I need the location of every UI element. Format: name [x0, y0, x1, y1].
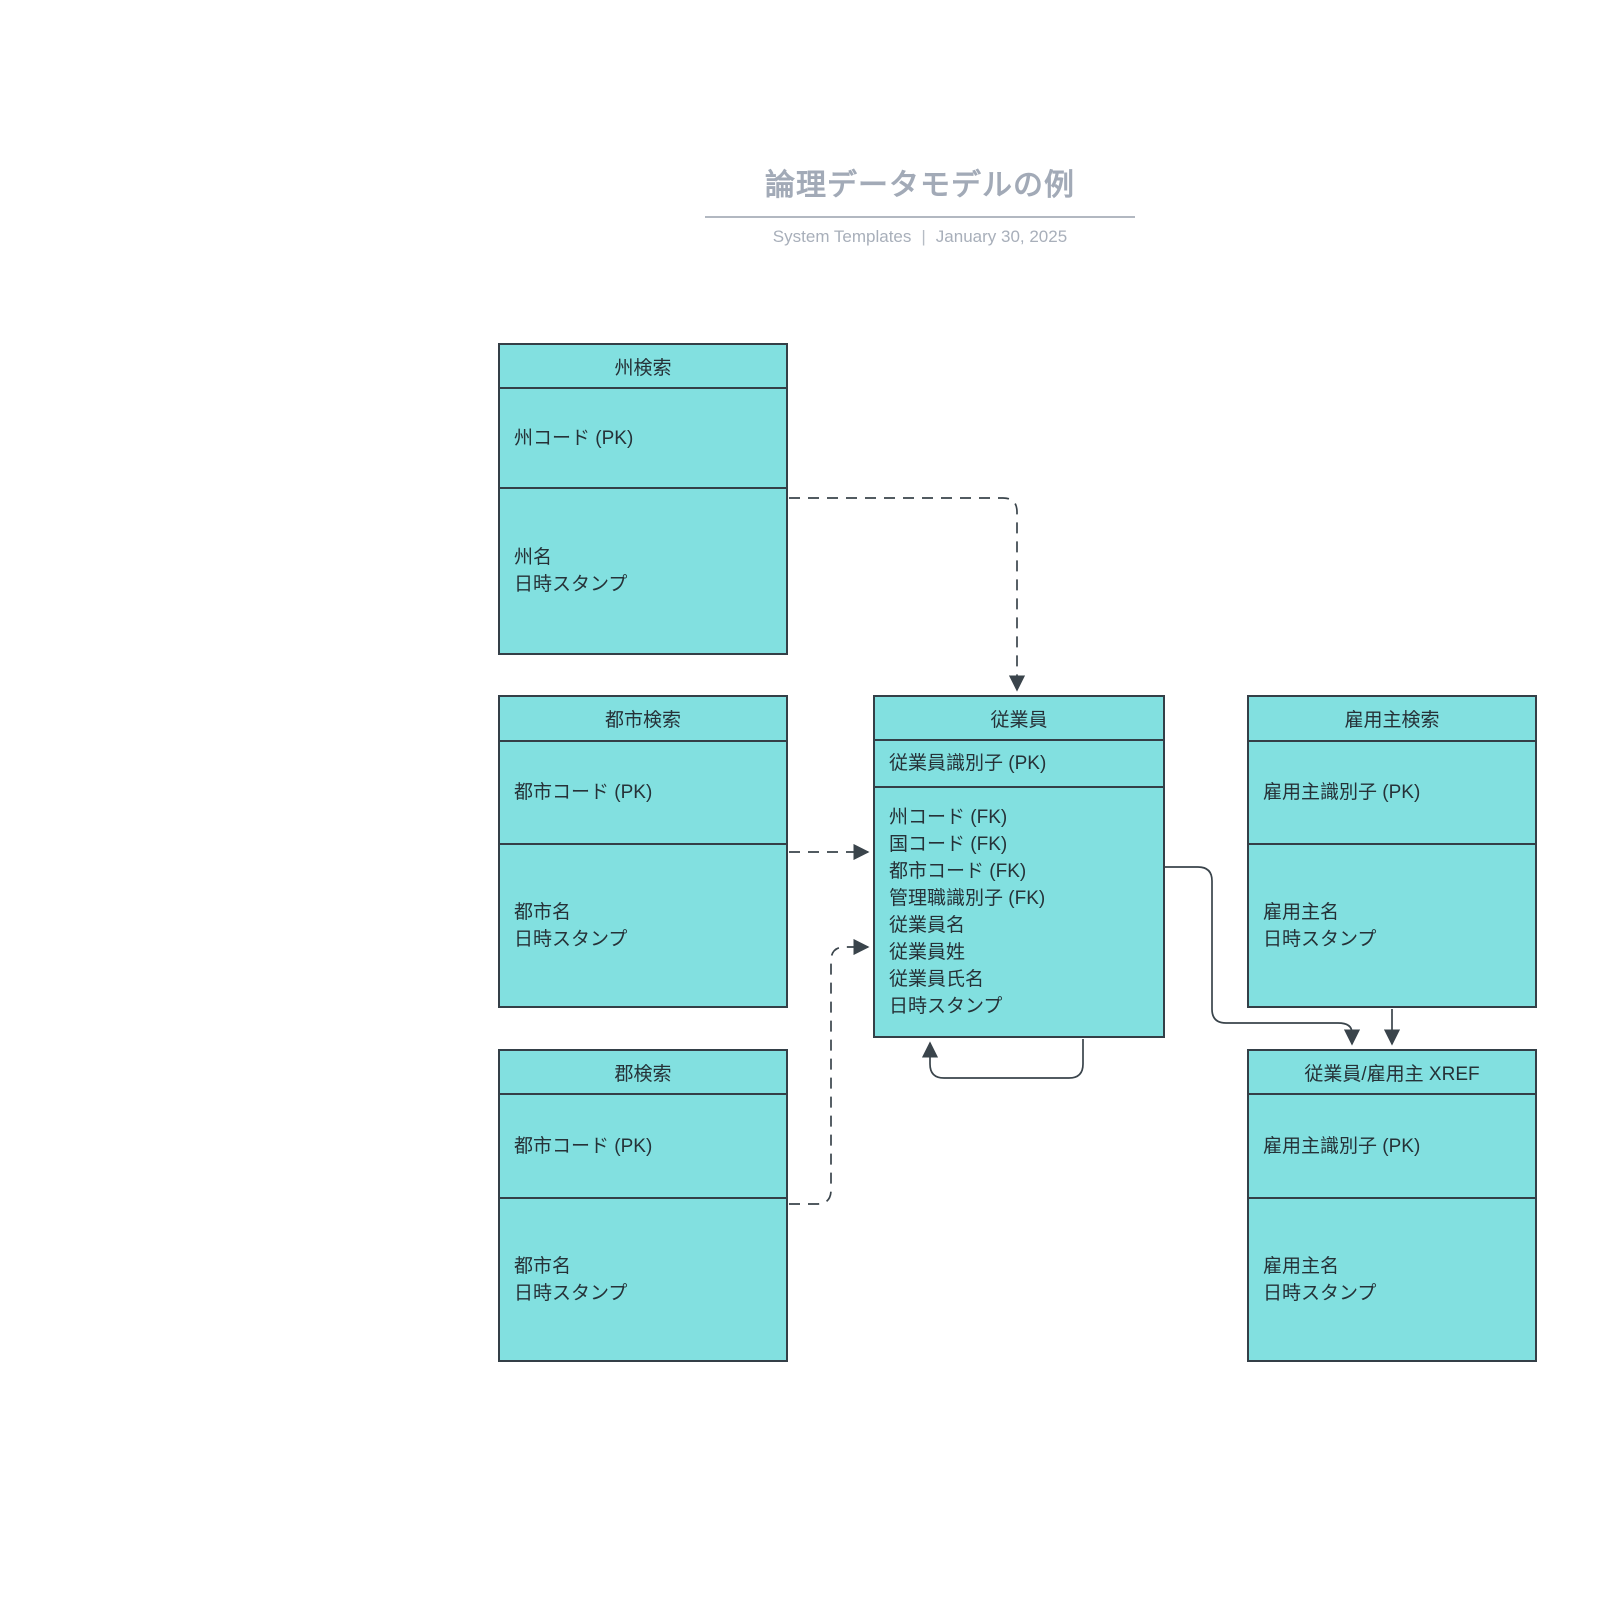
entity-title: 州検索	[500, 345, 786, 389]
entity-employee-employer-xref[interactable]: 従業員/雇用主 XREF 雇用主識別子 (PK) 雇用主名 日時スタンプ	[1247, 1049, 1537, 1362]
attr-field: 日時スタンプ	[1263, 928, 1377, 950]
entity-title: 郡検索	[500, 1051, 786, 1095]
pk-field: 州コード (PK)	[514, 427, 634, 449]
page-title: 論理データモデルの例	[705, 160, 1135, 218]
entity-title: 雇用主検索	[1249, 697, 1535, 742]
attr-field: 日時スタンプ	[889, 996, 1003, 1017]
attr-field: 国コード (FK)	[889, 834, 1008, 855]
pk-field: 雇用主識別子 (PK)	[1263, 1135, 1421, 1157]
attr-field: 都市コード (FK)	[889, 861, 1027, 882]
pk-field: 都市コード (PK)	[514, 782, 653, 803]
attr-field: 従業員姓	[889, 942, 966, 963]
entity-attr-section: 雇用主名 日時スタンプ	[1249, 1199, 1535, 1360]
connector-county-to-employee	[789, 938, 870, 1205]
attr-field: 管理職識別子 (FK)	[889, 888, 1046, 909]
entity-county-lookup[interactable]: 郡検索 都市コード (PK) 都市名 日時スタンプ	[498, 1049, 788, 1362]
pk-field: 都市コード (PK)	[514, 1135, 653, 1157]
attr-field: 州名	[514, 547, 553, 568]
connector-state-to-employee	[789, 497, 1026, 692]
attr-field: 都市名	[514, 1255, 572, 1277]
entity-attr-section: 都市名 日時スタンプ	[500, 845, 786, 1006]
subtitle-date: January 30, 2025	[935, 227, 1068, 246]
attr-field: 従業員名	[889, 915, 966, 936]
attr-field: 州コード (FK)	[889, 807, 1008, 828]
attr-field: 雇用主名	[1263, 1255, 1340, 1277]
attr-field: 都市名	[514, 901, 572, 923]
connector-employee-self	[921, 1039, 1084, 1079]
entity-state-lookup[interactable]: 州検索 州コード (PK) 州名 日時スタンプ	[498, 343, 788, 655]
entity-employer-lookup[interactable]: 雇用主検索 雇用主識別子 (PK) 雇用主名 日時スタンプ	[1247, 695, 1537, 1008]
entity-employee[interactable]: 従業員 従業員識別子 (PK) 州コード (FK) 国コード (FK) 都市コー…	[873, 695, 1165, 1038]
entity-pk-section: 都市コード (PK)	[500, 1095, 786, 1199]
entity-attr-section: 州名 日時スタンプ	[500, 489, 786, 653]
entity-pk-section: 従業員識別子 (PK)	[875, 741, 1163, 788]
subtitle-source: System Templates	[772, 227, 912, 246]
subtitle-separator: |	[921, 227, 926, 246]
entity-pk-section: 雇用主識別子 (PK)	[1249, 742, 1535, 845]
attr-field: 雇用主名	[1263, 901, 1340, 923]
entity-pk-section: 州コード (PK)	[500, 389, 786, 489]
pk-field: 従業員識別子 (PK)	[889, 753, 1047, 774]
entity-title: 都市検索	[500, 697, 786, 742]
attr-field: 日時スタンプ	[1263, 1282, 1377, 1304]
pk-field: 雇用主識別子 (PK)	[1263, 782, 1421, 803]
entity-title: 従業員/雇用主 XREF	[1249, 1051, 1535, 1095]
entity-attr-section: 雇用主名 日時スタンプ	[1249, 845, 1535, 1006]
subtitle: System Templates | January 30, 2025	[705, 227, 1135, 247]
attr-field: 従業員氏名	[889, 969, 985, 990]
entity-city-lookup[interactable]: 都市検索 都市コード (PK) 都市名 日時スタンプ	[498, 695, 788, 1008]
attr-field: 日時スタンプ	[514, 1282, 628, 1304]
entity-attr-section: 都市名 日時スタンプ	[500, 1199, 786, 1360]
entity-pk-section: 雇用主識別子 (PK)	[1249, 1095, 1535, 1199]
attr-field: 日時スタンプ	[514, 928, 628, 950]
diagram-header: 論理データモデルの例 System Templates | January 30, …	[705, 160, 1135, 247]
entity-title: 従業員	[875, 697, 1163, 741]
attr-field: 日時スタンプ	[514, 574, 628, 595]
entity-attr-section: 州コード (FK) 国コード (FK) 都市コード (FK) 管理職識別子 (F…	[875, 788, 1163, 1036]
entity-pk-section: 都市コード (PK)	[500, 742, 786, 845]
